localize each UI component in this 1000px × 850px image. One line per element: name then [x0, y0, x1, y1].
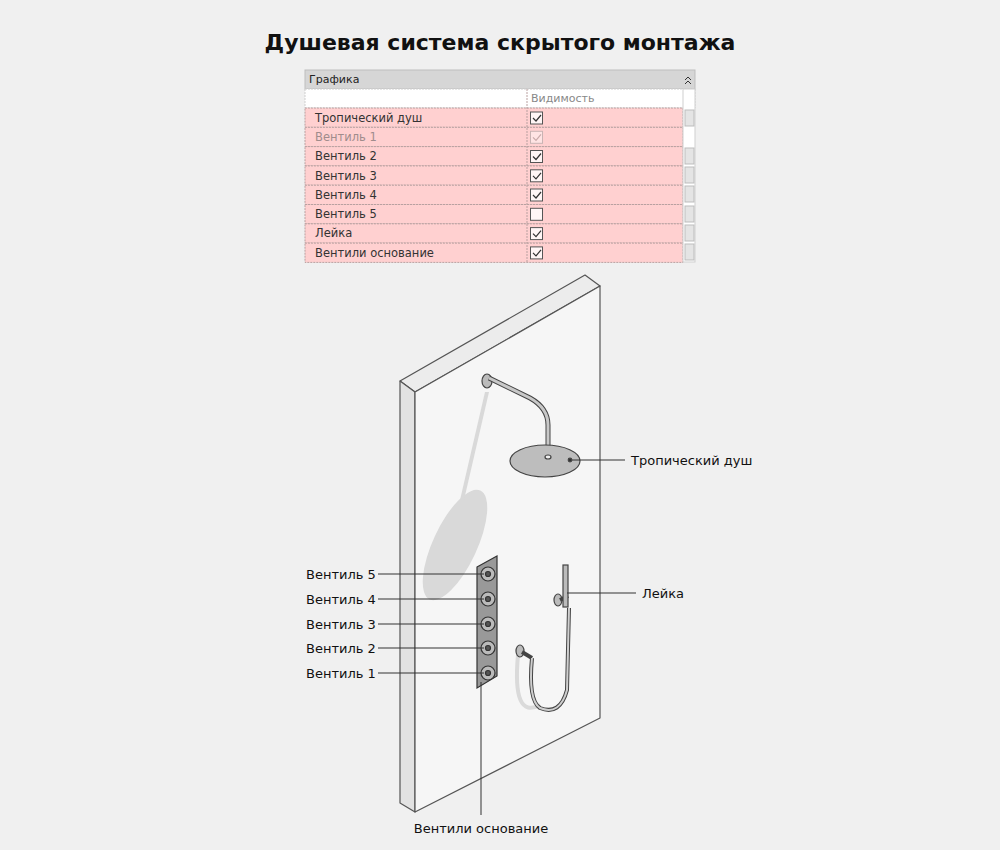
- table-cell: Вентили основание: [315, 246, 434, 260]
- table-cell: Вентиль 3: [315, 169, 377, 183]
- part-label: Вентиль 3: [306, 617, 376, 632]
- part-label: Тропический душ: [631, 453, 752, 468]
- table-cell: Вентиль 4: [315, 188, 377, 202]
- properties-table: [305, 70, 695, 262]
- part-label: Вентиль 1: [306, 666, 376, 681]
- leader-lines: [378, 460, 636, 815]
- wall-panel: [400, 275, 600, 812]
- rain-shower: [482, 374, 580, 477]
- hand-shower: [516, 565, 569, 710]
- part-label: Лейка: [642, 586, 684, 601]
- part-label: Вентиль 5: [306, 567, 376, 582]
- column-header: Видимость: [531, 92, 594, 105]
- table-cell: Лейка: [315, 226, 352, 240]
- title: Душевая система скрытого монтажа: [0, 30, 1000, 55]
- table-cell: Тропический душ: [315, 111, 422, 125]
- part-label: Вентиль 2: [306, 641, 376, 656]
- part-label: Вентили основание: [414, 821, 548, 836]
- panel-header: Графика: [309, 73, 359, 86]
- valve-plate: [477, 556, 497, 688]
- part-label: Вентиль 4: [306, 592, 376, 607]
- table-cell-disabled: Вентиль 1: [315, 130, 377, 144]
- table-cell: Вентиль 2: [315, 149, 377, 163]
- shadows: [410, 392, 540, 708]
- table-cell: Вентиль 5: [315, 207, 377, 221]
